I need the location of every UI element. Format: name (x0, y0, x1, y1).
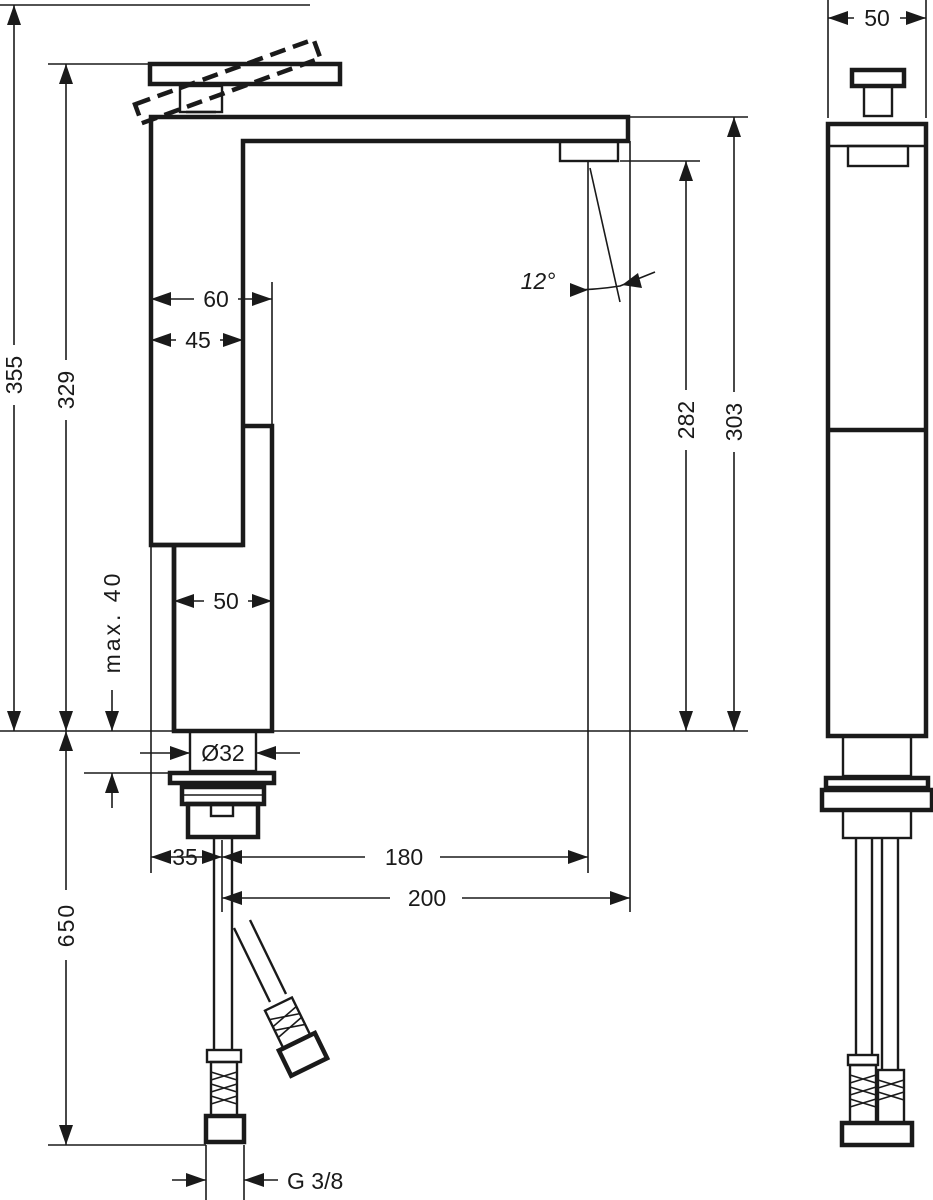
dim-reach-outlet: 180 (385, 844, 423, 870)
dim-offset-left: 35 (172, 844, 198, 870)
dimension-labels: 355 329 282 303 50 60 45 50 max. 40 Ø32 … (1, 5, 900, 1194)
dim-outlet-height: 282 (673, 401, 699, 439)
dim-spout-top-height: 303 (721, 403, 747, 441)
dim-reach-total: 200 (408, 885, 446, 911)
dim-hose-length: 650 (53, 903, 79, 947)
dim-side-width: 50 (864, 5, 890, 31)
outlet-aerator (558, 139, 620, 163)
dim-connection-thread: G 3/8 (287, 1168, 343, 1194)
dim-upper-width: 60 (203, 286, 229, 312)
lever-handle-open-position (132, 36, 324, 127)
lower-body-outline (171, 423, 275, 734)
side-handle-knob (849, 67, 907, 89)
dim-jet-angle: 12° (521, 268, 556, 294)
side-view (819, 67, 933, 1148)
supply-hose-straight (203, 837, 247, 1145)
dim-shank-diameter: Ø32 (201, 740, 244, 766)
dim-total-height: 355 (1, 356, 27, 394)
dim-max-deck-thickness: max. 40 (99, 571, 125, 674)
mounting-washer (167, 770, 277, 786)
dim-upper-inner-width: 45 (185, 327, 211, 353)
spout-body-outline (148, 114, 631, 548)
mounting-sleeve (185, 801, 261, 840)
dim-spout-body-height: 329 (53, 371, 79, 409)
side-shank (841, 734, 913, 778)
supply-hose-angled (232, 919, 331, 1079)
dim-lower-width: 50 (213, 588, 239, 614)
